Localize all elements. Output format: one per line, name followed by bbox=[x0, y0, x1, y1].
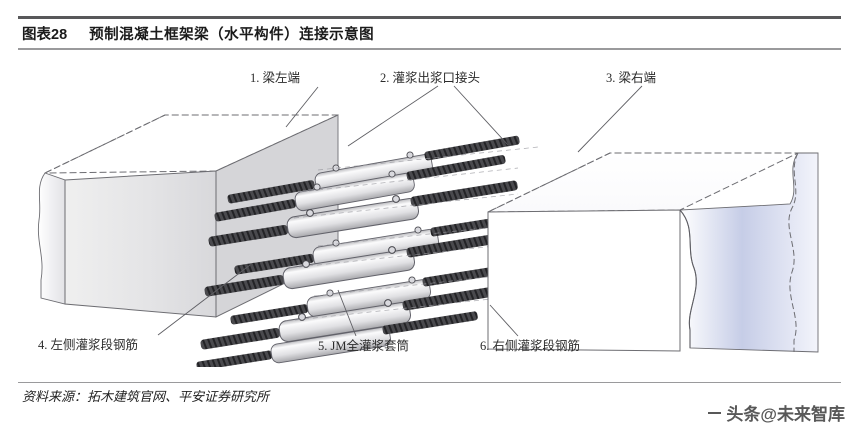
header-rule-top bbox=[18, 16, 841, 19]
figure-label-2: 2. 灌浆出浆口接头 bbox=[380, 70, 480, 85]
sleeve-row bbox=[227, 135, 520, 204]
source-rule bbox=[18, 382, 841, 384]
figure-label-4: 4. 左侧灌浆段钢筋 bbox=[38, 337, 138, 352]
leader-1 bbox=[285, 86, 319, 128]
grout-sleeve-assembly-group bbox=[196, 135, 541, 367]
figure-label-5: 5. JM全灌浆套筒 bbox=[318, 338, 409, 353]
sleeve-row bbox=[200, 284, 510, 350]
sleeve-row bbox=[196, 311, 478, 367]
right-beam-block bbox=[487, 152, 819, 353]
watermark-text: 头条@未来智库 bbox=[726, 405, 845, 424]
leader-2b bbox=[453, 85, 509, 146]
figure-label-1: 1. 梁左端 bbox=[250, 70, 300, 85]
figure-number: 图表28 bbox=[22, 26, 68, 43]
figure-title-text: 预制混凝土框架梁（水平构件）连接示意图 bbox=[89, 26, 375, 43]
figure-label-6: 6. 右侧灌浆段钢筋 bbox=[480, 338, 580, 353]
beam-connection-illustration: 1. 梁左端 2. 灌浆出浆口接头 3. 梁右端 4. 左侧灌浆段钢筋 5. J… bbox=[37, 70, 819, 367]
leader-lines bbox=[157, 85, 643, 337]
leader-3 bbox=[577, 85, 643, 153]
sleeve-row bbox=[204, 231, 514, 297]
watermark-dash-icon bbox=[708, 411, 722, 414]
header-rule-bottom bbox=[18, 48, 841, 50]
figure-label-3: 3. 梁右端 bbox=[606, 70, 656, 85]
figure-canvas: 1. 梁左端 2. 灌浆出浆口接头 3. 梁右端 4. 左侧灌浆段钢筋 5. J… bbox=[18, 52, 841, 367]
leader-5 bbox=[337, 289, 357, 337]
page-title: 图表28 预制混凝土框架梁（水平构件）连接示意图 bbox=[22, 19, 374, 47]
leader-2a bbox=[347, 85, 439, 147]
watermark: 头条@未来智库 bbox=[708, 400, 845, 425]
leader-6 bbox=[489, 304, 519, 337]
leader-4 bbox=[157, 264, 251, 336]
source-text: 资料来源：拓木建筑官网、平安证券研究所 bbox=[22, 389, 270, 404]
